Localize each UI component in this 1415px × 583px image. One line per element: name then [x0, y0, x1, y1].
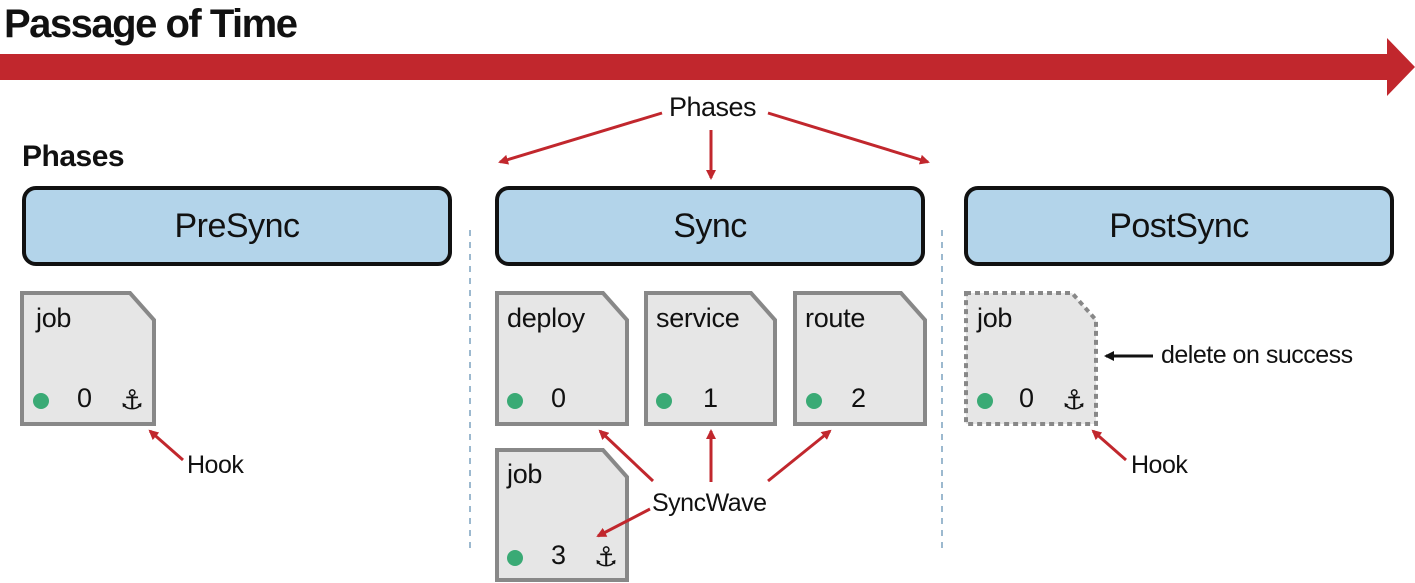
- hook-note: Hook: [1131, 451, 1188, 479]
- card-kind-label: service: [656, 303, 740, 333]
- sync-wave-value: 0: [1019, 383, 1035, 413]
- sync-wave-value: 0: [551, 383, 567, 413]
- anchor-icon: ⚓: [594, 542, 619, 572]
- sync-wave-value: 1: [703, 383, 719, 413]
- card-sync-deploy: [495, 291, 629, 426]
- card-kind-label: job: [507, 459, 543, 489]
- sync-wave-value: 0: [77, 383, 93, 413]
- phase-postsync: PostSync: [964, 186, 1394, 266]
- phase-sync: Sync: [495, 186, 925, 266]
- card-presync-job: [20, 291, 156, 426]
- hook-arrow-right: [1091, 429, 1127, 462]
- syncwave-note: SyncWave: [652, 489, 767, 517]
- card-postsync-job: [964, 291, 1098, 426]
- card-kind-label: job: [977, 303, 1013, 333]
- phases-heading: Phases: [22, 140, 125, 173]
- status-dot: [806, 393, 822, 409]
- status-dot: [507, 393, 523, 409]
- card-kind-label: job: [36, 303, 72, 333]
- status-dot: [977, 393, 993, 409]
- card-sync-service: [644, 291, 777, 426]
- hook-note: Hook: [187, 451, 244, 479]
- phases-callout: Phases: [669, 92, 757, 122]
- status-dot: [656, 393, 672, 409]
- diagram-title: Passage of Time: [4, 2, 298, 46]
- syncwave-arrows: [596, 429, 832, 538]
- delete-on-success-note: delete on success: [1161, 341, 1353, 369]
- card-kind-label: deploy: [507, 303, 585, 333]
- sync-wave-value: 2: [851, 383, 867, 413]
- hook-arrow-left: [148, 429, 184, 462]
- phase-presync: PreSync: [22, 186, 452, 266]
- anchor-icon: ⚓: [120, 385, 145, 415]
- anchor-icon: ⚓: [1062, 385, 1087, 415]
- card-kind-label: route: [805, 303, 866, 333]
- status-dot: [507, 550, 523, 566]
- phases-callout-arrows: [498, 111, 930, 180]
- card-sync-job: [495, 448, 629, 582]
- sync-wave-value: 3: [551, 540, 567, 570]
- status-dot: [33, 393, 49, 409]
- time-arrow: [0, 38, 1415, 96]
- card-sync-route: [793, 291, 927, 426]
